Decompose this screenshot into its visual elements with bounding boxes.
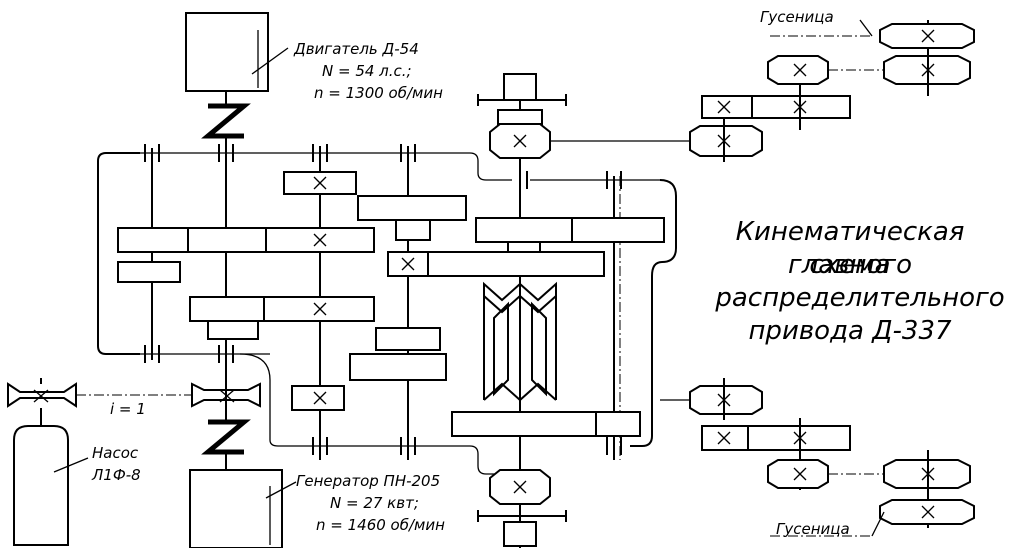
lower-track-drive: [660, 378, 975, 537]
engine-coupling-z: [201, 92, 251, 139]
ratio-label: i = 1: [110, 400, 146, 418]
gear-blocks-left: [117, 171, 375, 411]
generator-power-label: N = 27 квт;: [330, 494, 419, 512]
pump-name-label: Насос: [92, 444, 139, 462]
upper-track-drive: [550, 19, 975, 162]
track-top-label: Гусеница: [760, 8, 834, 26]
engine-power-label: N = 54 л.с.;: [322, 62, 412, 80]
right-loop-rail: [526, 171, 677, 455]
bottom-bevel-housing: [477, 469, 567, 547]
gear-blocks-middle: [349, 195, 665, 437]
bottom-bearing-rail: [140, 345, 512, 475]
diagram-title-line3: распределительного: [715, 283, 1005, 313]
engine-speed-label: n = 1300 об/мин: [314, 84, 443, 102]
generator-speed-label: n = 1460 об/мин: [316, 516, 445, 534]
top-bevel-housing: [477, 73, 567, 159]
bevel-gear-core: [483, 281, 557, 402]
engine-block: [185, 12, 289, 92]
diagram-title-line1: Кинематическая схема: [735, 217, 965, 280]
generator-coupling-z: [201, 419, 251, 470]
pump-model-label: Л1Ф-8: [92, 466, 141, 484]
generator-block: [189, 469, 297, 548]
diagram-title-line2: главного: [787, 250, 912, 280]
pump-block: [7, 378, 89, 546]
top-bearing-rail: [97, 144, 512, 355]
diagram-title-line4: привода Д-337: [748, 316, 952, 346]
pump-drive-line: [76, 382, 261, 408]
engine-name-label: Двигатель Д-54: [294, 40, 419, 58]
generator-name-label: Генератор ПН-205: [296, 472, 441, 490]
track-bottom-label: Гусеница: [776, 520, 850, 538]
